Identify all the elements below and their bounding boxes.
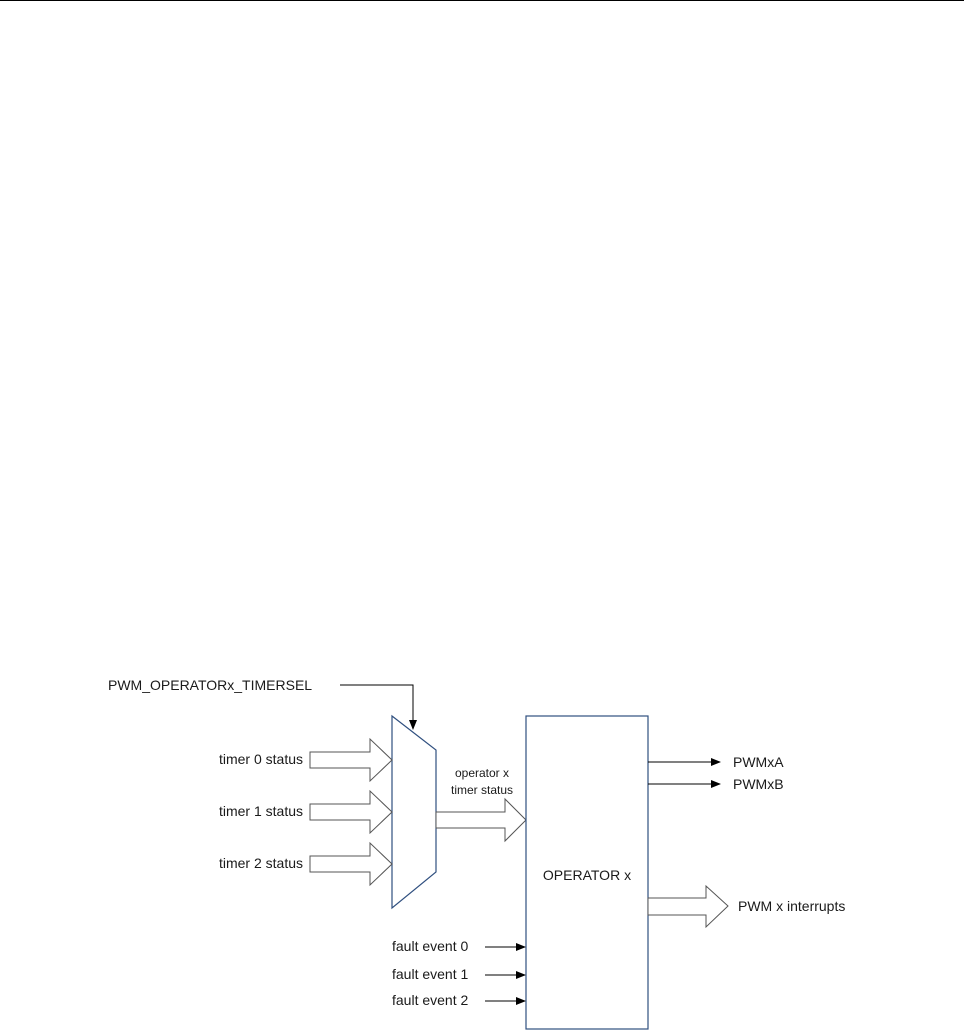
operator-timer-status-label-2: timer status [451,783,513,797]
operator-timer-status-label-1: operator x [455,766,509,780]
fault-event-2-label: fault event 2 [392,992,468,1008]
fault-event-1-label: fault event 1 [392,966,468,982]
select-signal-label: PWM_OPERATORx_TIMERSEL [108,677,312,693]
timer-1-status-arrow [309,789,393,835]
interrupts-arrow [647,884,729,929]
multiplexer [391,714,437,910]
timer-0-status-arrow [309,737,393,783]
interrupts-label: PWM x interrupts [738,898,845,914]
pwmxa-label: PWMxA [733,754,784,770]
timer-2-status-label: timer 2 status [219,855,303,871]
timer-1-status-label: timer 1 status [219,803,303,819]
select-signal-line [340,684,417,730]
operator-timer-status-arrow [435,797,527,843]
top-rule [0,0,964,1]
pwmxb-label: PWMxB [733,776,784,792]
fault-event-0-label: fault event 0 [392,938,468,954]
operator-block-label: OPERATOR x [543,867,631,883]
timer-0-status-label: timer 0 status [219,751,303,767]
timer-2-status-arrow [309,841,393,887]
operator-block [525,715,649,1030]
